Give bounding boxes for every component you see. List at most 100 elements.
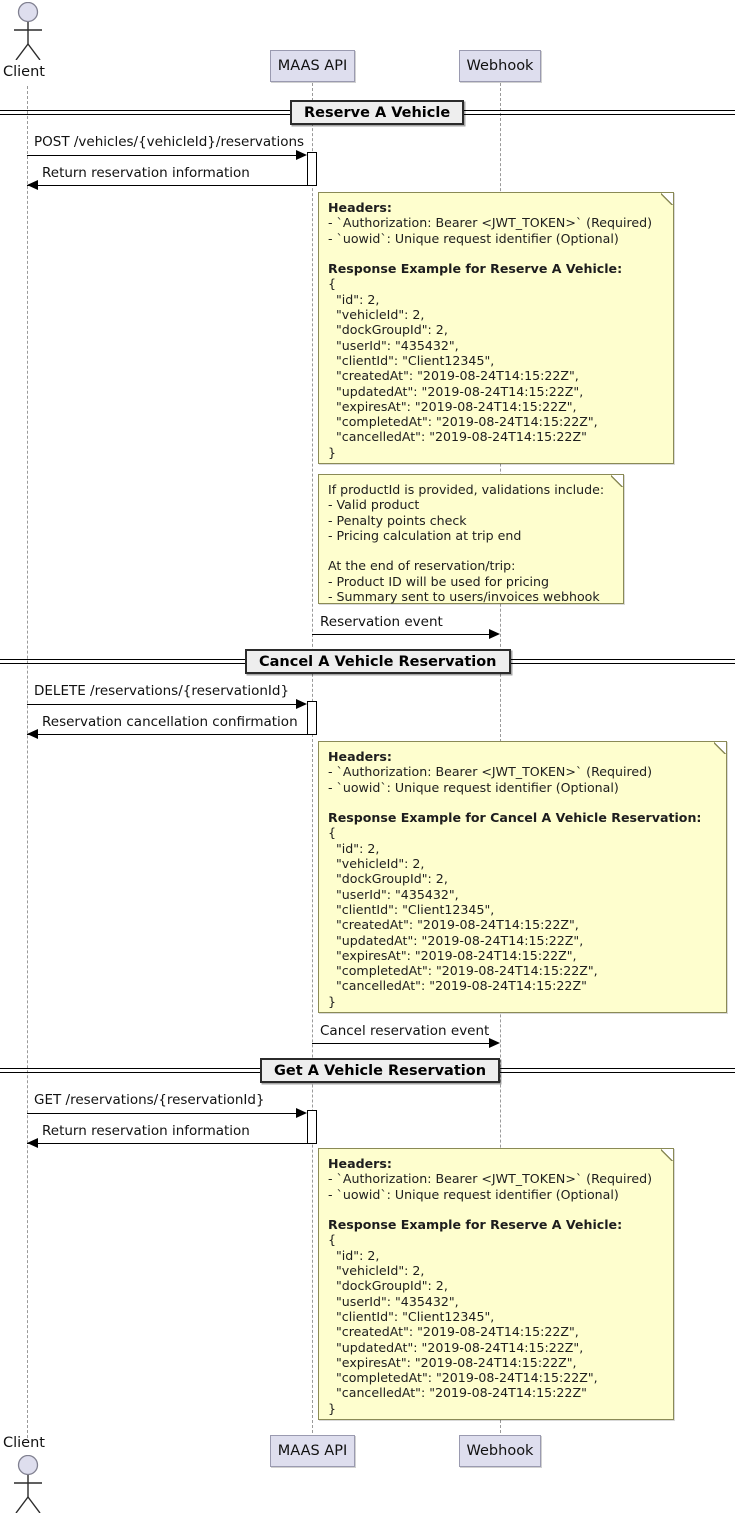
note-get-json-dockgroupid: "dockGroupId": 2, bbox=[328, 1278, 448, 1294]
message-line-cancel-reservation-event bbox=[312, 1043, 490, 1044]
participant-webhook-bottom-label: Webhook bbox=[466, 1443, 534, 1459]
note-reserve-json-dockgroupid: "dockGroupId": 2, bbox=[328, 322, 448, 338]
message-label-get-reservation: GET /reservations/{reservationId} bbox=[34, 1092, 265, 1108]
note-reserve-header-auth: - `Authorization: Bearer <JWT_TOKEN>` (R… bbox=[328, 215, 653, 231]
message-label-cancel-reservation-event: Cancel reservation event bbox=[320, 1023, 490, 1039]
note-get-json-clientid: "clientId": "Client12345", bbox=[328, 1308, 495, 1324]
group-header-cancel-label: Cancel A Vehicle Reservation bbox=[259, 653, 497, 670]
arrow-head-return-reservation-1 bbox=[27, 180, 38, 190]
note-reserve-json-open: { bbox=[328, 276, 337, 292]
arrow-head-reservation-event bbox=[489, 629, 500, 639]
arrow-head-post-reservation bbox=[296, 150, 307, 160]
actor-client-top-label: Client bbox=[3, 64, 45, 80]
participant-webhook-top-label: Webhook bbox=[466, 58, 534, 74]
message-label-reservation-event: Reservation event bbox=[320, 614, 443, 630]
message-label-delete-reservation: DELETE /reservations/{reservationId} bbox=[34, 683, 290, 699]
note-product-validations: If productId is provided, validations in… bbox=[318, 474, 624, 604]
activation-maas-api-reserve bbox=[307, 152, 317, 186]
note-reserve-response: Headers: - `Authorization: Bearer <JWT_T… bbox=[318, 192, 674, 464]
note-cancel-response-title: Response Example for Cancel A Vehicle Re… bbox=[328, 810, 702, 826]
participant-webhook-top[interactable]: Webhook bbox=[459, 50, 541, 82]
actor-client-bottom-label: Client bbox=[3, 1435, 45, 1451]
note-reserve-json-updatedat: "updatedAt": "2019-08-24T14:15:22Z", bbox=[328, 383, 584, 399]
group-header-reserve-label: Reserve A Vehicle bbox=[304, 104, 451, 121]
note-validations-line-6: - Product ID will be used for pricing bbox=[328, 573, 550, 589]
participant-maas-api-top[interactable]: MAAS API bbox=[270, 50, 355, 82]
note-reserve-json-clientid: "clientId": "Client12345", bbox=[328, 352, 495, 368]
note-cancel-json-dockgroupid: "dockGroupId": 2, bbox=[328, 871, 448, 887]
note-cancel-json-clientid: "clientId": "Client12345", bbox=[328, 901, 495, 917]
note-get-header-uowid: - `uowid`: Unique request identifier (Op… bbox=[328, 1186, 619, 1202]
participant-maas-api-top-label: MAAS API bbox=[277, 58, 348, 74]
note-cancel-json-id: "id": 2, bbox=[328, 840, 380, 856]
note-cancel-response: Headers: - `Authorization: Bearer <JWT_T… bbox=[318, 741, 727, 1013]
note-get-json-id: "id": 2, bbox=[328, 1247, 380, 1263]
arrow-head-cancellation-confirmation bbox=[27, 729, 38, 739]
note-reserve-headers-title: Headers: bbox=[328, 200, 392, 215]
participant-maas-api-bottom-label: MAAS API bbox=[277, 1443, 348, 1459]
note-get-json-completedat: "completedAt": "2019-08-24T14:15:22Z", bbox=[328, 1370, 598, 1386]
note-validations-line-5: At the end of reservation/trip: bbox=[328, 558, 516, 574]
message-line-return-reservation-2 bbox=[27, 1143, 307, 1144]
note-cancel-json-createdat: "createdAt": "2019-08-24T14:15:22Z", bbox=[328, 917, 579, 933]
note-cancel-json-cancelledat: "cancelledAt": "2019-08-24T14:15:22Z" bbox=[328, 978, 587, 994]
note-get-json-createdat: "createdAt": "2019-08-24T14:15:22Z", bbox=[328, 1324, 579, 1340]
message-label-return-reservation-1: Return reservation information bbox=[42, 165, 250, 181]
note-reserve-json-userid: "userId": "435432", bbox=[328, 337, 459, 353]
note-reserve-json-vehicleid: "vehicleId": 2, bbox=[328, 307, 425, 323]
group-header-reserve: Reserve A Vehicle bbox=[290, 100, 465, 125]
message-line-delete-reservation bbox=[27, 704, 302, 705]
note-get-json-vehicleid: "vehicleId": 2, bbox=[328, 1263, 425, 1279]
note-validations-line-3: - Penalty points check bbox=[328, 512, 467, 528]
note-get-spacer bbox=[328, 1202, 664, 1217]
arrow-head-delete-reservation bbox=[296, 699, 307, 709]
note-get-json-close: } bbox=[328, 1400, 337, 1416]
note-reserve-json-id: "id": 2, bbox=[328, 291, 380, 307]
note-reserve-json-expiresat: "expiresAt": "2019-08-24T14:15:22Z", bbox=[328, 398, 577, 414]
message-line-reservation-event bbox=[312, 634, 490, 635]
note-cancel-header-uowid: - `uowid`: Unique request identifier (Op… bbox=[328, 779, 619, 795]
group-header-get-label: Get A Vehicle Reservation bbox=[274, 1062, 487, 1079]
note-get-json-cancelledat: "cancelledAt": "2019-08-24T14:15:22Z" bbox=[328, 1385, 587, 1401]
note-reserve-json-completedat: "completedAt": "2019-08-24T14:15:22Z", bbox=[328, 414, 598, 430]
note-get-response: Headers: - `Authorization: Bearer <JWT_T… bbox=[318, 1148, 674, 1420]
note-reserve-response-title: Response Example for Reserve A Vehicle: bbox=[328, 261, 623, 277]
note-reserve-json-createdat: "createdAt": "2019-08-24T14:15:22Z", bbox=[328, 368, 579, 384]
arrow-head-cancel-reservation-event bbox=[489, 1038, 500, 1048]
note-cancel-header-auth: - `Authorization: Bearer <JWT_TOKEN>` (R… bbox=[328, 764, 653, 780]
group-header-cancel: Cancel A Vehicle Reservation bbox=[245, 649, 511, 674]
note-cancel-json-completedat: "completedAt": "2019-08-24T14:15:22Z", bbox=[328, 963, 598, 979]
note-reserve-json-cancelledat: "cancelledAt": "2019-08-24T14:15:22Z" bbox=[328, 429, 587, 445]
note-reserve-json-close: } bbox=[328, 444, 337, 460]
note-cancel-json-open: { bbox=[328, 825, 337, 841]
actor-client-top[interactable] bbox=[9, 2, 47, 60]
note-cancel-headers-title: Headers: bbox=[328, 749, 392, 764]
note-get-headers-title: Headers: bbox=[328, 1156, 392, 1171]
note-validations-line-2: - Valid product bbox=[328, 497, 420, 513]
message-line-return-reservation-1 bbox=[27, 185, 307, 186]
note-validations-line-1: If productId is provided, validations in… bbox=[328, 482, 605, 497]
actor-client-bottom[interactable] bbox=[9, 1455, 47, 1513]
lifeline-client bbox=[27, 86, 28, 1438]
message-label-return-reservation-2: Return reservation information bbox=[42, 1123, 250, 1139]
note-validations-line-4: - Pricing calculation at trip end bbox=[328, 527, 522, 543]
note-cancel-json-userid: "userId": "435432", bbox=[328, 886, 459, 902]
note-validations-line-7: - Summary sent to users/invoices webhook bbox=[328, 589, 600, 605]
note-get-json-open: { bbox=[328, 1232, 337, 1248]
note-cancel-json-updatedat: "updatedAt": "2019-08-24T14:15:22Z", bbox=[328, 932, 584, 948]
message-line-cancellation-confirmation bbox=[27, 734, 307, 735]
note-get-json-updatedat: "updatedAt": "2019-08-24T14:15:22Z", bbox=[328, 1339, 584, 1355]
lifeline-maas-api bbox=[312, 83, 313, 1433]
message-label-cancellation-confirmation: Reservation cancellation confirmation bbox=[42, 714, 298, 730]
note-reserve-spacer bbox=[328, 246, 664, 261]
arrow-head-get-reservation bbox=[296, 1108, 307, 1118]
message-label-post-reservation: POST /vehicles/{vehicleId}/reservations bbox=[34, 134, 305, 150]
participant-webhook-bottom[interactable]: Webhook bbox=[459, 1435, 541, 1467]
note-cancel-json-vehicleid: "vehicleId": 2, bbox=[328, 856, 425, 872]
participant-maas-api-bottom[interactable]: MAAS API bbox=[270, 1435, 355, 1467]
note-get-header-auth: - `Authorization: Bearer <JWT_TOKEN>` (R… bbox=[328, 1171, 653, 1187]
note-validations-spacer bbox=[328, 543, 614, 558]
activation-maas-api-get bbox=[307, 1110, 317, 1144]
message-line-post-reservation bbox=[27, 155, 302, 156]
